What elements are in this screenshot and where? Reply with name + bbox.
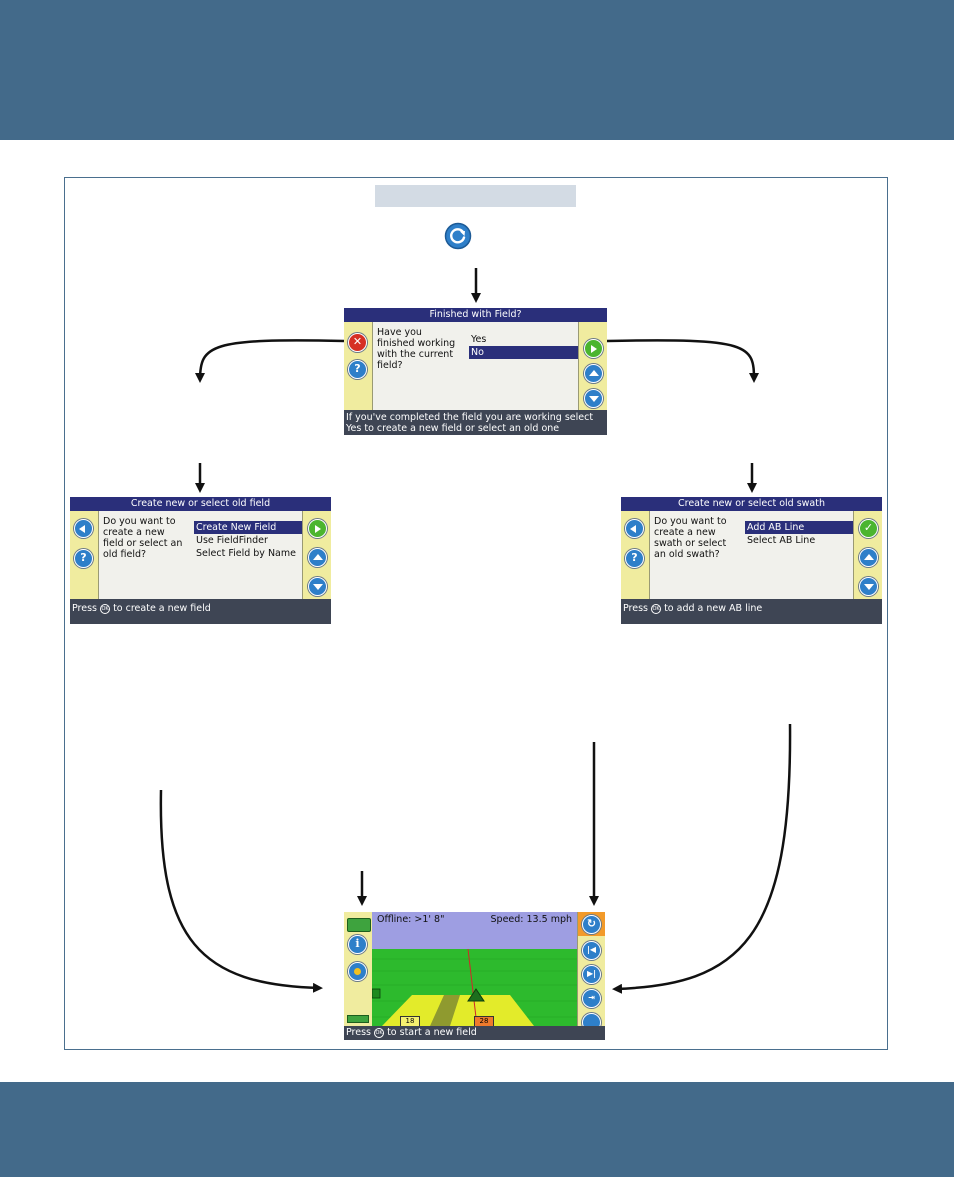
option-no[interactable]: No <box>469 346 578 359</box>
left-button-panel: ? <box>70 511 99 599</box>
option-select-ab-line[interactable]: Select AB Line <box>747 535 816 546</box>
ab-line-icon[interactable]: ⇥ <box>582 989 601 1008</box>
left-button-panel: ✕ ? <box>344 322 373 410</box>
up-arrow-icon[interactable] <box>308 548 327 567</box>
back-arrow-icon[interactable] <box>74 519 93 538</box>
option-select-field-by-name[interactable]: Select Field by Name <box>196 548 296 559</box>
more-icon[interactable] <box>582 1013 601 1026</box>
status-bar: Press OK to add a new AB line <box>621 599 882 624</box>
applied-swath <box>382 995 534 1026</box>
tractor-mode-icon[interactable] <box>347 918 371 932</box>
next-arrow-icon[interactable] <box>584 339 603 358</box>
status-bar: Press OK to create a new field <box>70 599 331 624</box>
dialog-question: Have you finished working with the curre… <box>377 327 456 371</box>
arrow-right-to-guidance <box>612 723 792 994</box>
right-button-panel <box>578 322 607 410</box>
cancel-x-icon[interactable]: ✕ <box>348 333 367 352</box>
ok-button-icon: OK <box>374 1027 385 1038</box>
implement-icon[interactable] <box>347 1015 369 1023</box>
guidance-screen: i Offline: >1' 8" Speed: 13.5 mph 18 28 … <box>344 912 605 1040</box>
left-icon-panel: i <box>344 912 373 1026</box>
right-button-panel <box>302 511 331 599</box>
option-use-fieldfinder[interactable]: Use FieldFinder <box>196 535 268 546</box>
vehicle-marker <box>467 988 485 1002</box>
option-create-new-field[interactable]: Create New Field <box>194 521 303 534</box>
confirm-check-icon[interactable]: ✓ <box>859 519 878 538</box>
caption-box <box>375 185 576 207</box>
dialog-title: Finished with Field? <box>344 308 607 322</box>
down-arrow-icon[interactable] <box>584 389 603 408</box>
option-add-ab-line[interactable]: Add AB Line <box>745 521 854 534</box>
option-yes[interactable]: Yes <box>471 334 487 345</box>
up-arrow-icon[interactable] <box>584 364 603 383</box>
skip-forward-icon[interactable]: ▶| <box>582 965 601 984</box>
status-bar: Press OK to start a new field <box>344 1026 605 1040</box>
dialog-question: Do you want to create a new swath or sel… <box>654 516 727 560</box>
dialog-title: Create new or select old swath <box>621 497 882 511</box>
status-bar: If you've completed the field you are wo… <box>344 410 607 435</box>
dialog-finished-with-field: Finished with Field? ✕ ? Have you finish… <box>344 308 607 435</box>
bottom-banner <box>0 1082 954 1177</box>
dialog-create-or-select-field: Create new or select old field ? Do you … <box>70 497 331 624</box>
operator-icon[interactable] <box>348 962 367 981</box>
diagram-frame <box>64 177 888 1050</box>
sky-area <box>372 912 578 949</box>
arrow-left-to-guidance <box>159 789 323 993</box>
left-button-panel: ? <box>621 511 650 599</box>
field-view <box>372 949 578 1026</box>
up-arrow-icon[interactable] <box>859 548 878 567</box>
refresh-icon <box>444 222 472 250</box>
info-icon[interactable]: i <box>348 935 367 954</box>
help-icon[interactable]: ? <box>625 549 644 568</box>
down-arrow-icon[interactable] <box>859 577 878 596</box>
help-icon[interactable]: ? <box>74 549 93 568</box>
next-arrow-icon[interactable] <box>308 519 327 538</box>
ok-button-icon: OK <box>100 603 111 614</box>
dialog-question: Do you want to create a new field or sel… <box>103 516 183 560</box>
dialog-create-or-select-swath: Create new or select old swath ? Do you … <box>621 497 882 624</box>
speed-readout: Speed: 13.5 mph <box>490 914 572 925</box>
right-icon-panel: ↻ |◀ ▶| ⇥ <box>577 912 605 1026</box>
arrow-dialog-right-curve <box>606 339 759 383</box>
help-icon[interactable]: ? <box>348 360 367 379</box>
skip-back-icon[interactable]: |◀ <box>582 941 601 960</box>
back-arrow-icon[interactable] <box>625 519 644 538</box>
refresh-icon[interactable]: ↻ <box>582 915 601 934</box>
arrow-dialog-left-curve <box>195 339 345 383</box>
right-button-panel: ✓ <box>853 511 882 599</box>
down-arrow-icon[interactable] <box>308 577 327 596</box>
top-banner <box>0 0 954 140</box>
ok-button-icon: OK <box>651 603 662 614</box>
offline-readout: Offline: >1' 8" <box>377 914 445 925</box>
dialog-title: Create new or select old field <box>70 497 331 511</box>
